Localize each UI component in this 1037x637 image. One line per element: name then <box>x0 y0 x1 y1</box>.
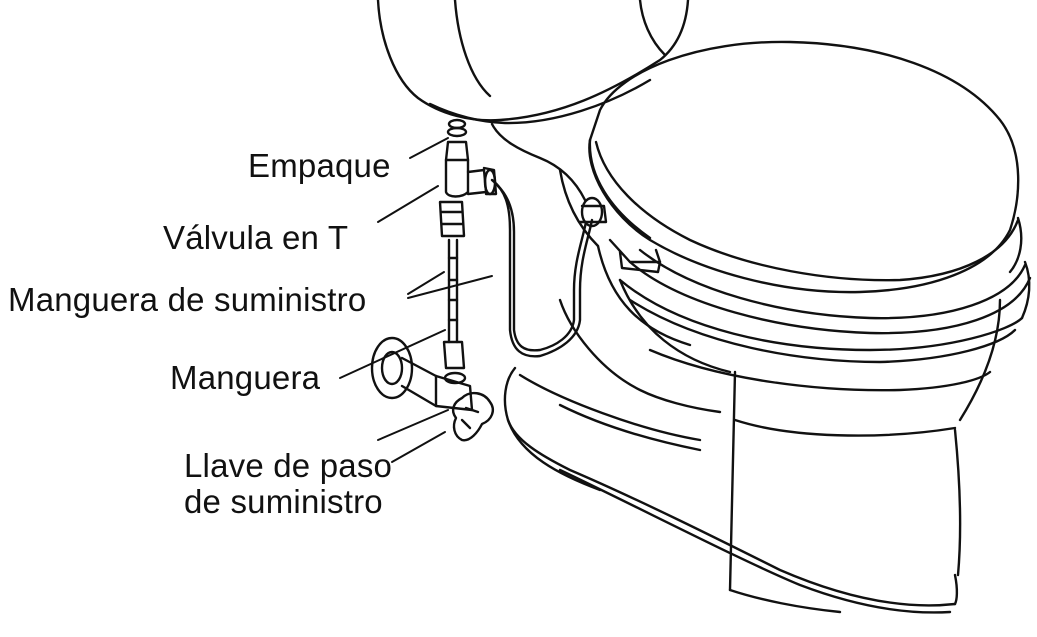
toilet-seat-lid <box>588 40 1032 392</box>
leader-hose <box>339 329 446 379</box>
supply-assembly <box>370 118 498 442</box>
label-gasket: Empaque <box>248 147 391 184</box>
leader-lines <box>339 137 493 463</box>
bidet-hose <box>490 178 608 358</box>
label-t-valve: Válvula en T <box>163 219 349 256</box>
label-shutoff-line2: de suministro <box>184 483 383 520</box>
toilet-bowl <box>490 122 1002 614</box>
leader-supply-hose-2 <box>407 275 493 299</box>
label-supply-hose: Manguera de suministro <box>8 281 367 318</box>
leader-shutoff-1 <box>377 409 449 441</box>
leader-supply-hose-1 <box>407 271 445 295</box>
label-shutoff-line1: Llave de paso <box>184 447 393 484</box>
leader-gasket <box>409 137 449 159</box>
leader-shutoff-2 <box>391 431 446 463</box>
label-hose: Manguera <box>170 359 321 396</box>
leader-t-valve <box>377 185 439 223</box>
toilet-tank <box>376 0 690 125</box>
